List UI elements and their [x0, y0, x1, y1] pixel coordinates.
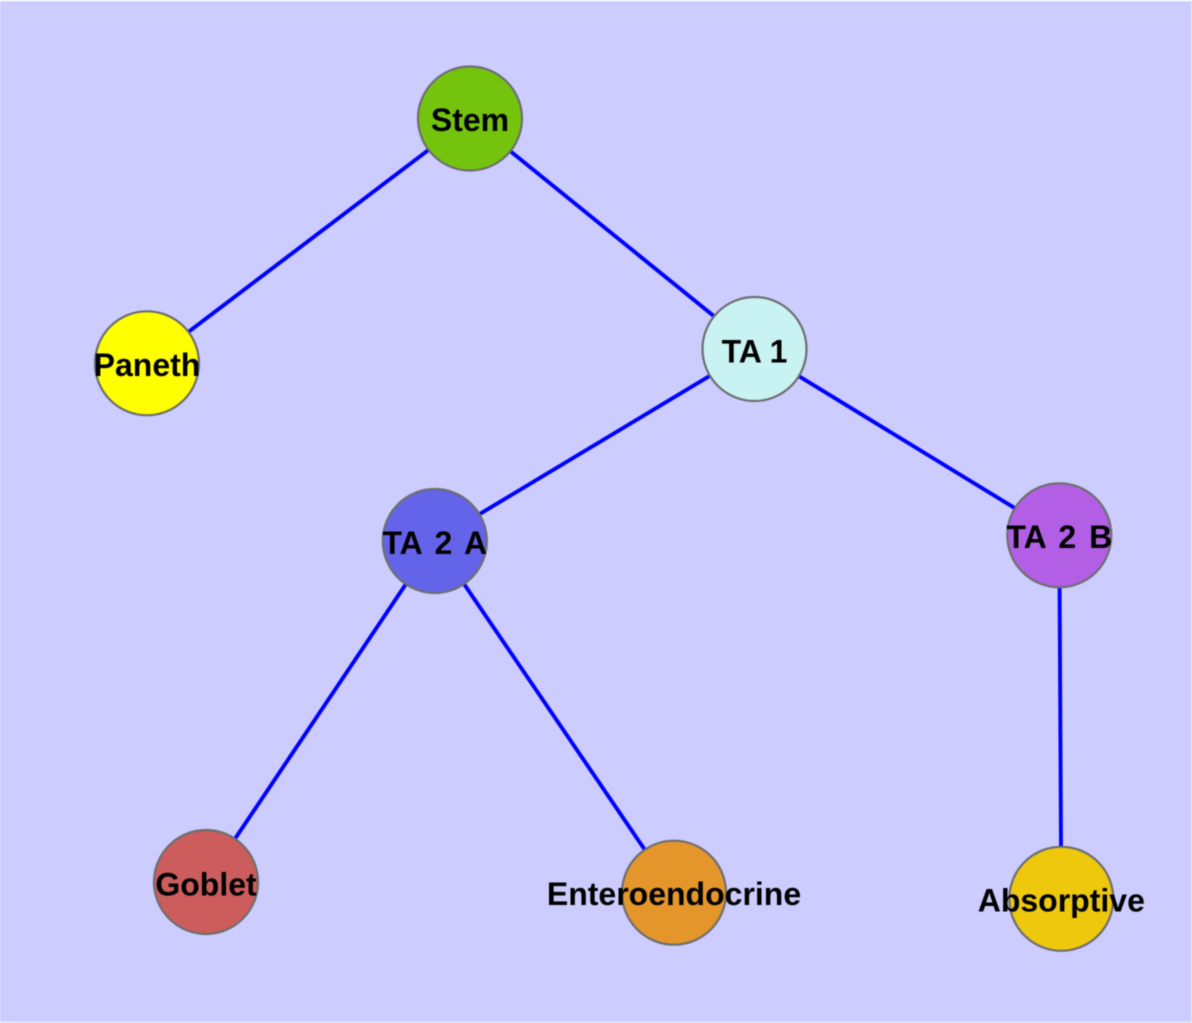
svg-text:Enteroendocrine: Enteroendocrine — [547, 876, 801, 912]
svg-text:Goblet: Goblet — [155, 867, 257, 903]
svg-text:Paneth: Paneth — [94, 347, 201, 383]
svg-text:Absorptive: Absorptive — [978, 883, 1145, 919]
svg-text:TA 1: TA 1 — [722, 333, 788, 369]
svg-text:TA 2 A: TA 2 A — [383, 525, 488, 561]
svg-text:Stem: Stem — [431, 102, 509, 138]
svg-text:TA 2 B: TA 2 B — [1006, 519, 1112, 555]
